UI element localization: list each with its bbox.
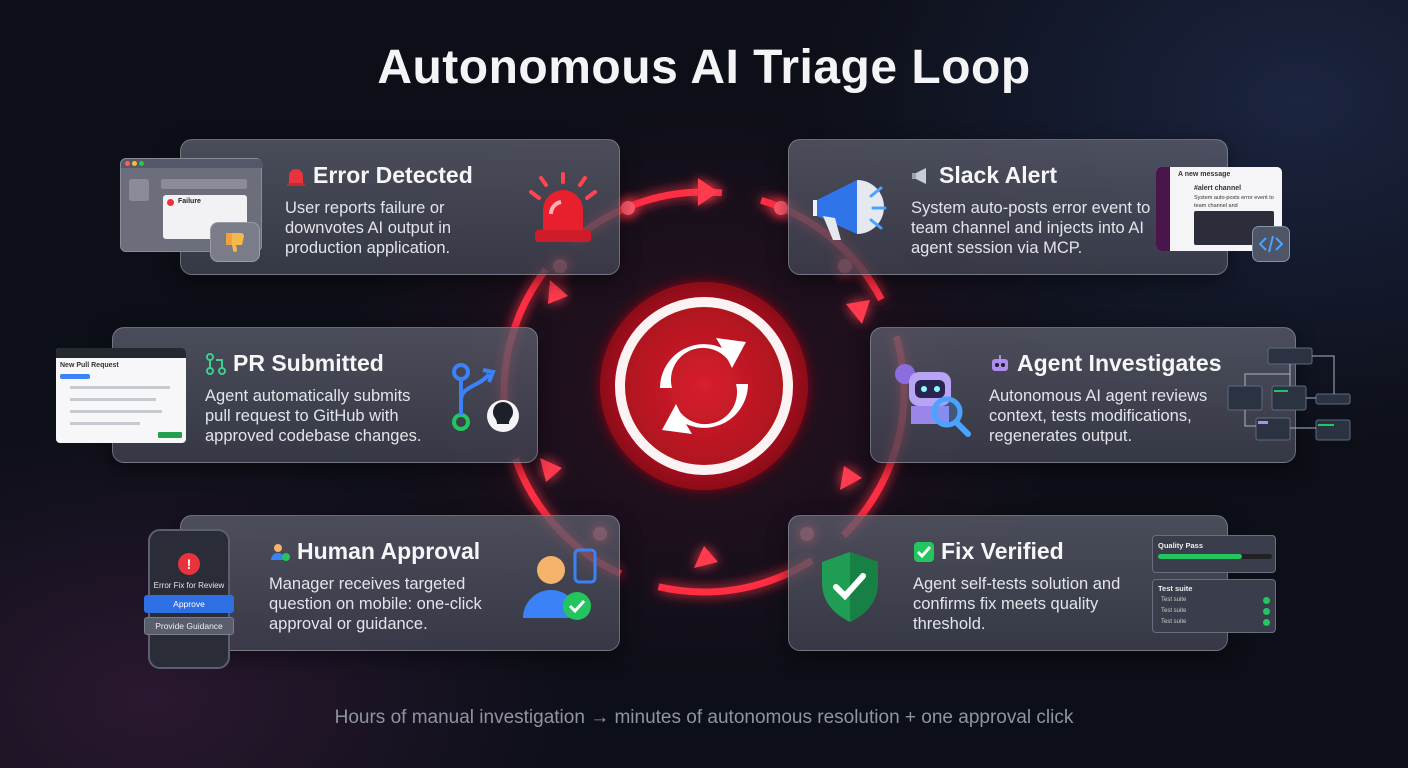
megaphone-icon [912, 167, 926, 184]
quality-pass-panel: Quality Pass [1152, 535, 1276, 573]
card-description: Manager receives targeted question on mo… [269, 575, 482, 633]
card-title: PR Submitted [233, 350, 384, 376]
code-icon [1252, 226, 1290, 262]
robot-magnifier-icon [895, 364, 971, 437]
workflow-graph-mockup [1227, 347, 1351, 441]
alert-icon: ! [178, 553, 200, 575]
shield-check-icon [822, 552, 878, 622]
check-icon [1263, 597, 1270, 604]
thumbs-down-icon[interactable] [210, 222, 260, 262]
center-hub [600, 282, 808, 490]
check-box-icon [914, 541, 934, 562]
refresh-cycle-icon [660, 338, 748, 434]
check-icon [1263, 608, 1270, 615]
siren-icon [287, 168, 305, 186]
error-app-mockup: Failure [120, 158, 263, 252]
approve-button[interactable]: Approve [144, 595, 234, 613]
page-title: Autonomous AI Triage Loop [377, 41, 1031, 94]
check-icon [1263, 619, 1270, 626]
card-agent-investigates: Agent Investigates Autonomous AI agent r… [870, 327, 1296, 463]
provide-guidance-button[interactable]: Provide Guidance [144, 617, 234, 635]
loop-arrows [540, 178, 870, 568]
card-title: Human Approval [297, 538, 481, 564]
card-human-approval: Human Approval Manager receives targeted… [180, 515, 620, 651]
card-description: System auto-posts error event to team ch… [911, 199, 1151, 257]
card-title: Fix Verified [941, 538, 1064, 564]
test-item: Test suite [1161, 608, 1187, 614]
megaphone-icon [813, 180, 887, 240]
card-title: Slack Alert [939, 162, 1058, 188]
loop-node-dot [774, 201, 788, 215]
test-item: Test suite [1161, 619, 1187, 625]
card-slack-alert: Slack Alert System auto-posts error even… [788, 139, 1228, 275]
card-description: Autonomous AI agent reviews context, tes… [989, 387, 1208, 445]
mobile-title: Error Fix for Review [153, 581, 225, 590]
footer-tagline: Hours of manual investigation → minutes … [334, 707, 1074, 728]
card-description: User reports failure or downvotes AI out… [285, 199, 452, 257]
robot-icon [992, 354, 1008, 371]
card-title: Error Detected [313, 162, 473, 188]
siren-icon [529, 172, 597, 242]
user-check-icon [271, 543, 290, 561]
user-approve-icon [523, 548, 597, 620]
git-merge-github-icon [452, 363, 519, 432]
card-description: Agent automatically submits pull request… [205, 387, 422, 445]
git-pull-request-icon [206, 352, 226, 375]
card-title: Agent Investigates [1017, 350, 1222, 376]
test-suite-panel: Test suite Test suite Test suite Test su… [1152, 579, 1276, 633]
card-description: Agent self-tests solution and confirms f… [913, 575, 1121, 633]
loop-node-dot [621, 201, 635, 215]
test-item: Test suite [1161, 597, 1187, 603]
github-pr-mockup: New Pull Request [56, 348, 186, 443]
